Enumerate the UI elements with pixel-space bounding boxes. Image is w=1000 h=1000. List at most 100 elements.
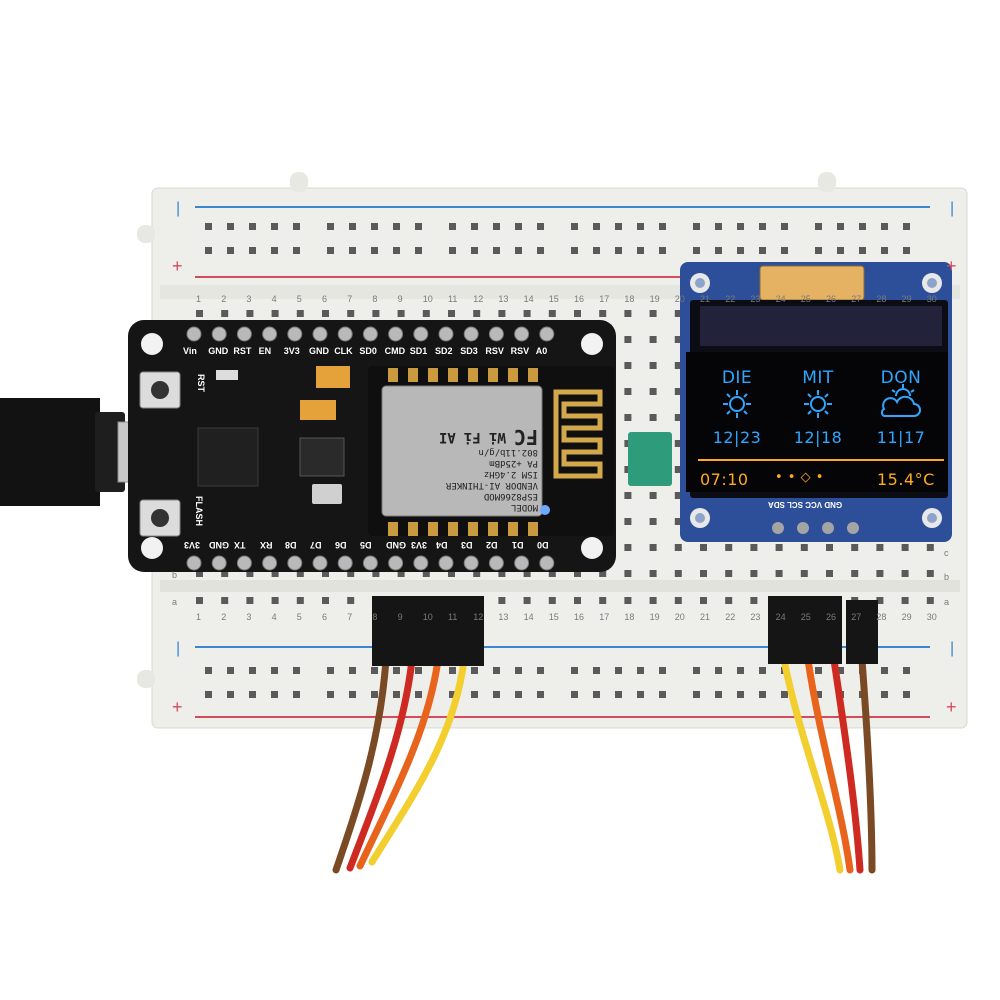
breadboard-hole [815, 247, 822, 254]
right-jumper-wires [768, 596, 878, 874]
breadboard-hole [515, 223, 522, 230]
breadboard-hole [826, 544, 833, 551]
breadboard-hole [296, 597, 304, 604]
pin-label: 3V3 [410, 540, 427, 550]
breadboard-hole [397, 570, 405, 577]
breadboard-hole [293, 667, 300, 674]
pin-label: D5 [360, 540, 372, 550]
breadboard-hole [271, 310, 279, 317]
esp-pad [468, 522, 478, 536]
breadboard-hole [700, 570, 707, 577]
column-number: 5 [296, 612, 302, 622]
breadboard-hole [515, 667, 522, 674]
column-number: 25 [800, 612, 811, 622]
breadboard-hole [881, 223, 888, 230]
breadboard-hole [449, 667, 456, 674]
header-pin [337, 555, 353, 571]
column-number: 1 [196, 294, 202, 304]
column-number: 17 [599, 612, 610, 622]
breadboard-hole [371, 667, 378, 674]
breadboard-hole [599, 597, 607, 604]
breadboard-hole [548, 597, 556, 604]
breadboard-hole [737, 691, 744, 698]
header-pin [488, 326, 504, 342]
breadboard-hole [674, 544, 682, 551]
pin-label: D4 [436, 540, 448, 550]
breadboard-hole [737, 667, 744, 674]
pin-label: D8 [284, 540, 297, 550]
pin-label: D3 [461, 540, 473, 550]
breadboard-hole [205, 223, 212, 230]
column-number: 18 [624, 294, 635, 304]
esp-pad [388, 522, 398, 536]
column-number: 4 [271, 294, 277, 304]
header-pin [539, 555, 555, 571]
breadboard-hole [372, 310, 380, 317]
breadboard-hole [448, 310, 455, 317]
header-pin [362, 326, 378, 342]
breadboard-hole [349, 247, 356, 254]
breadboard-hole [750, 570, 758, 577]
temp-range: 12|18 [793, 428, 843, 447]
breadboard-hole [471, 223, 478, 230]
breadboard-hole [249, 223, 256, 230]
breadboard-hole [637, 247, 644, 254]
breadboard-hole [422, 310, 430, 317]
breadboard-hole [393, 247, 400, 254]
breadboard-hole [674, 597, 682, 604]
breadboard-hole [926, 597, 934, 604]
column-number: 22 [725, 612, 736, 622]
breadboard-hole [593, 247, 600, 254]
column-number: 14 [523, 294, 534, 304]
pin-label: 3V3 [184, 540, 201, 550]
module-pa: PA +25dBm [489, 458, 538, 468]
rst-label: RST [196, 374, 206, 392]
breadboard-hole [415, 247, 422, 254]
breadboard-hole [649, 544, 657, 551]
column-number: 26 [826, 294, 837, 304]
breadboard-hole [901, 597, 909, 604]
breadboard-hole [205, 667, 212, 674]
breadboard-hole [649, 570, 657, 577]
breadboard-hole [649, 518, 657, 525]
breadboard-hole [624, 570, 632, 577]
breadboard-hole [674, 414, 682, 421]
breadboard-hole [471, 667, 478, 674]
pin-label: EN [258, 346, 272, 356]
breadboard-hole [471, 691, 478, 698]
header-pin [413, 326, 429, 342]
breadboard-hole [837, 247, 844, 254]
sun-icon [804, 390, 832, 418]
breadboard-hole [493, 691, 500, 698]
column-number: 30 [926, 294, 937, 304]
breadboard-hole [548, 310, 556, 317]
breadboard-hole [800, 570, 808, 577]
rail-plus-label: + [946, 256, 957, 276]
column-number: 1 [196, 612, 202, 622]
header-pin [463, 555, 479, 571]
breadboard-hole [498, 310, 506, 317]
breadboard-hole [759, 667, 766, 674]
header-pin [337, 326, 353, 342]
breadboard-hole [571, 223, 578, 230]
breadboard-hole [371, 691, 378, 698]
pin-label: RX [259, 540, 273, 550]
nodemcu-board [128, 320, 616, 572]
header-pin [236, 555, 252, 571]
breadboard-hole [249, 691, 256, 698]
column-number: 9 [397, 612, 403, 622]
breadboard-hole [775, 544, 783, 551]
header-pin [413, 555, 429, 571]
breadboard-hole [815, 691, 822, 698]
breadboard-hole [901, 570, 909, 577]
breadboard-hole [750, 597, 758, 604]
esp-pad [448, 368, 458, 382]
pin-label: CLK [334, 346, 353, 356]
breadboard-hole [515, 691, 522, 698]
breadboard-hole [693, 691, 700, 698]
breadboard-hole [725, 597, 733, 604]
column-number: 13 [498, 294, 509, 304]
header-pin [211, 326, 227, 342]
column-number: 3 [246, 612, 252, 622]
breadboard-hole [649, 388, 657, 395]
